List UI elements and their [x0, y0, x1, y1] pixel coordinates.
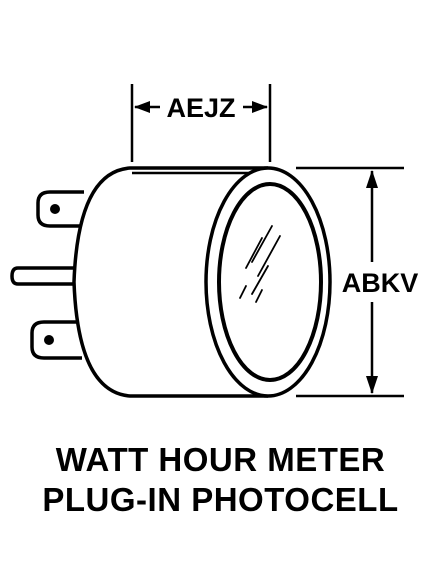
top-terminal-hole — [50, 204, 60, 214]
height-dimension: ABKV — [296, 166, 419, 398]
bottom-terminal-hole — [44, 335, 54, 345]
photocell-diagram: AEJZ ABKV — [10, 84, 419, 398]
height-arrow-down — [366, 376, 378, 394]
caption-line-2: PLUG-IN PHOTOCELL — [42, 481, 399, 518]
lens-face — [204, 166, 332, 398]
width-arrow-left — [134, 101, 150, 113]
caption-line-1: WATT HOUR METER — [55, 441, 386, 478]
width-arrow-right — [252, 101, 268, 113]
top-terminal-prong — [36, 190, 84, 228]
lens-window — [217, 182, 323, 382]
height-arrow-up — [366, 170, 378, 188]
bottom-terminal-prong — [30, 320, 82, 360]
width-dimension-label: AEJZ — [166, 93, 235, 123]
width-dimension: AEJZ — [130, 84, 272, 162]
height-dimension-label: ABKV — [342, 268, 419, 298]
middle-blade-prong — [10, 266, 80, 286]
lens-glare-icon — [239, 225, 281, 303]
